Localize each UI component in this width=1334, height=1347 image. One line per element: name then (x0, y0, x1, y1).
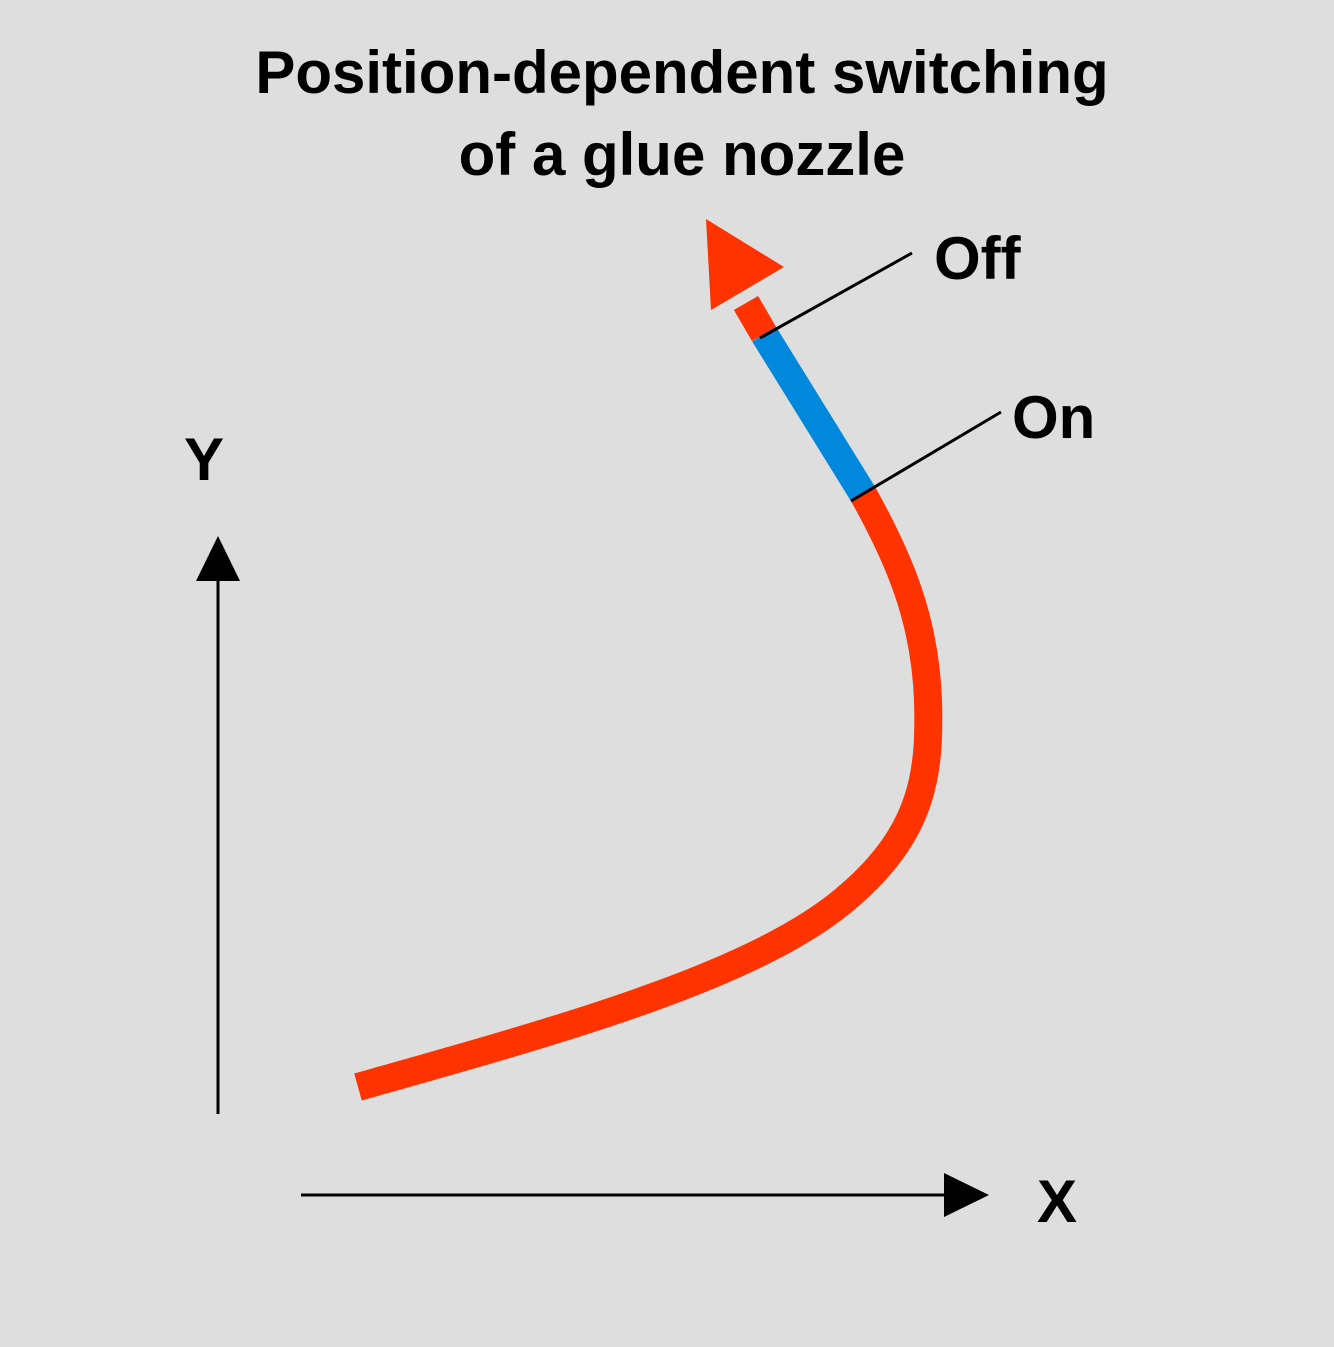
x-axis-label: X (1037, 1168, 1077, 1235)
on-label: On (1012, 384, 1095, 451)
on-marker-line (850, 410, 1002, 503)
off-label: Off (934, 225, 1022, 292)
y-axis-arrowhead (196, 536, 240, 581)
nozzle-path (354, 487, 943, 1101)
nozzle-path-end (733, 295, 777, 342)
title-line-1: Position-dependent switching (255, 39, 1109, 106)
diagram-title: Position-dependent switching of a glue n… (0, 32, 1334, 196)
x-axis-arrowhead (944, 1173, 989, 1217)
y-axis-label: Y (184, 426, 224, 493)
glue-on-segment (752, 326, 875, 502)
off-marker-line (759, 251, 913, 340)
path-direction-arrowhead (706, 219, 784, 310)
title-line-2: of a glue nozzle (458, 121, 906, 188)
